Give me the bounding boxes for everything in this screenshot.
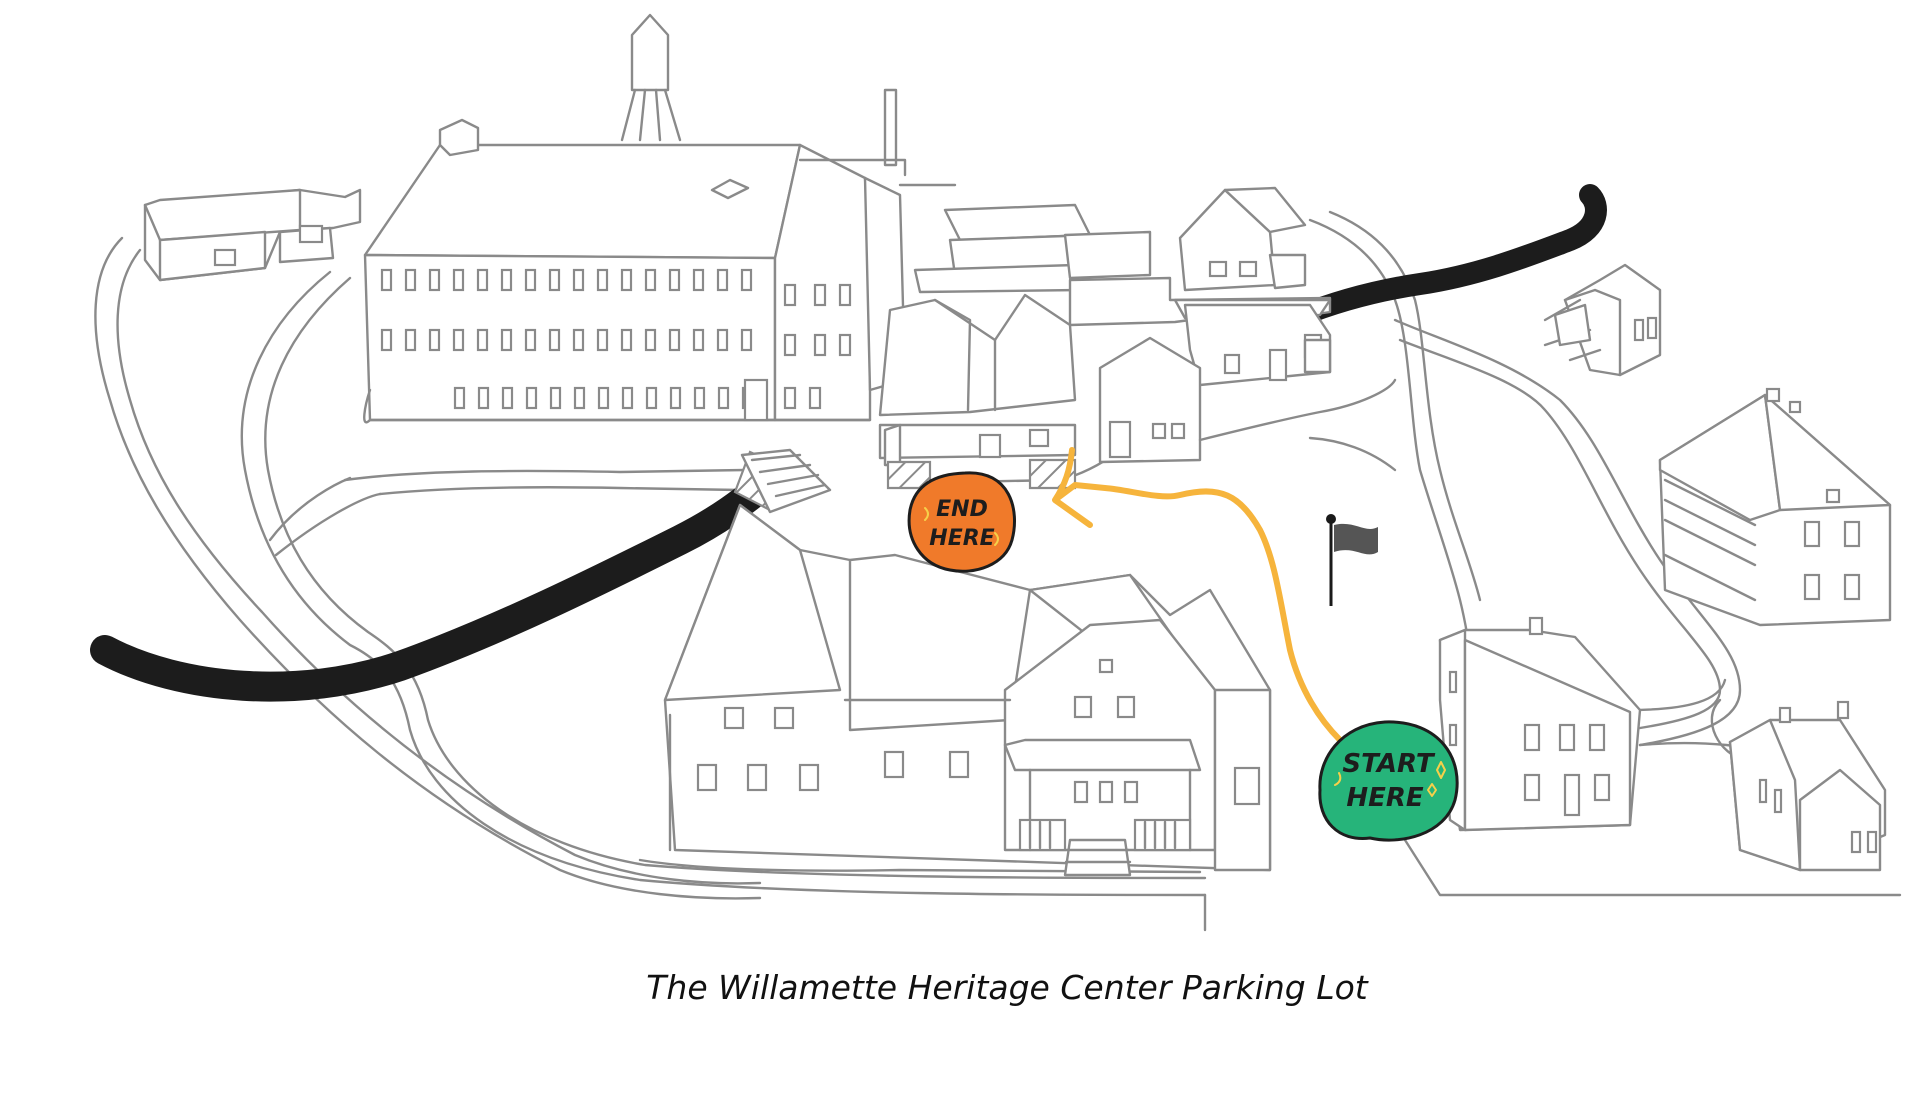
mill-window bbox=[380, 328, 393, 352]
mill-window bbox=[452, 328, 465, 352]
mill-window bbox=[717, 386, 730, 410]
start-here-marker[interactable]: START HERE bbox=[1318, 720, 1459, 842]
center-back-cluster bbox=[733, 186, 1397, 512]
mill-door bbox=[743, 378, 769, 422]
mill-window bbox=[597, 386, 610, 410]
mill-window bbox=[573, 386, 586, 410]
end-here-marker[interactable]: END HERE bbox=[907, 471, 1016, 573]
mill-window bbox=[380, 268, 393, 292]
mill-window bbox=[453, 386, 466, 410]
front-building bbox=[663, 448, 1272, 877]
mill-window bbox=[477, 386, 490, 410]
river bbox=[90, 184, 1607, 702]
mill-window bbox=[404, 268, 417, 292]
building-top-left bbox=[143, 188, 362, 282]
mill-window bbox=[692, 328, 705, 352]
mill-window bbox=[838, 333, 852, 357]
flag-icon bbox=[1326, 514, 1378, 606]
mill-window bbox=[572, 328, 585, 352]
end-marker-line2: HERE bbox=[929, 526, 994, 551]
mill-window bbox=[668, 328, 681, 352]
mill-window bbox=[548, 328, 561, 352]
mill-window bbox=[740, 328, 753, 352]
mill-window bbox=[572, 268, 585, 292]
start-marker-line1: START bbox=[1342, 749, 1435, 779]
mill-window bbox=[476, 328, 489, 352]
mill-window bbox=[549, 386, 562, 410]
site-map: END HERE START HERE bbox=[90, 13, 1902, 932]
mill-window bbox=[813, 283, 827, 307]
mill-window bbox=[476, 268, 489, 292]
mill-window bbox=[452, 268, 465, 292]
mill-window bbox=[620, 328, 633, 352]
mill-window bbox=[524, 328, 537, 352]
mill-window bbox=[501, 386, 514, 410]
mill-window bbox=[669, 386, 682, 410]
mill-window bbox=[621, 386, 634, 410]
mill-window bbox=[524, 268, 537, 292]
mill-window bbox=[783, 283, 797, 307]
mill-window bbox=[548, 268, 561, 292]
map-caption: The Willamette Heritage Center Parking L… bbox=[646, 968, 1368, 1007]
mill-window bbox=[716, 328, 729, 352]
mill-window bbox=[716, 268, 729, 292]
mill-window bbox=[404, 328, 417, 352]
start-marker-line2: HERE bbox=[1346, 783, 1424, 813]
mill-window bbox=[808, 386, 822, 410]
mill-window bbox=[500, 328, 513, 352]
mill-window bbox=[838, 283, 852, 307]
mill-windows bbox=[380, 268, 852, 422]
mill-window bbox=[693, 386, 706, 410]
mill-window bbox=[668, 268, 681, 292]
mill-window bbox=[428, 328, 441, 352]
mill-window bbox=[740, 268, 753, 292]
walking-route bbox=[1052, 447, 1343, 743]
mill-window bbox=[596, 268, 609, 292]
mill-window bbox=[644, 328, 657, 352]
mill-window bbox=[644, 268, 657, 292]
mill-window bbox=[645, 386, 658, 410]
mill-window bbox=[783, 386, 797, 410]
mill-window bbox=[813, 333, 827, 357]
mill-window bbox=[783, 333, 797, 357]
mill-window bbox=[596, 328, 609, 352]
right-buildings bbox=[1438, 263, 1892, 872]
mill-window bbox=[525, 386, 538, 410]
end-marker-line1: END bbox=[936, 497, 988, 522]
main-mill-building bbox=[363, 13, 957, 424]
mill-window bbox=[428, 268, 441, 292]
mill-window bbox=[620, 268, 633, 292]
mill-window bbox=[500, 268, 513, 292]
mill-window bbox=[692, 268, 705, 292]
